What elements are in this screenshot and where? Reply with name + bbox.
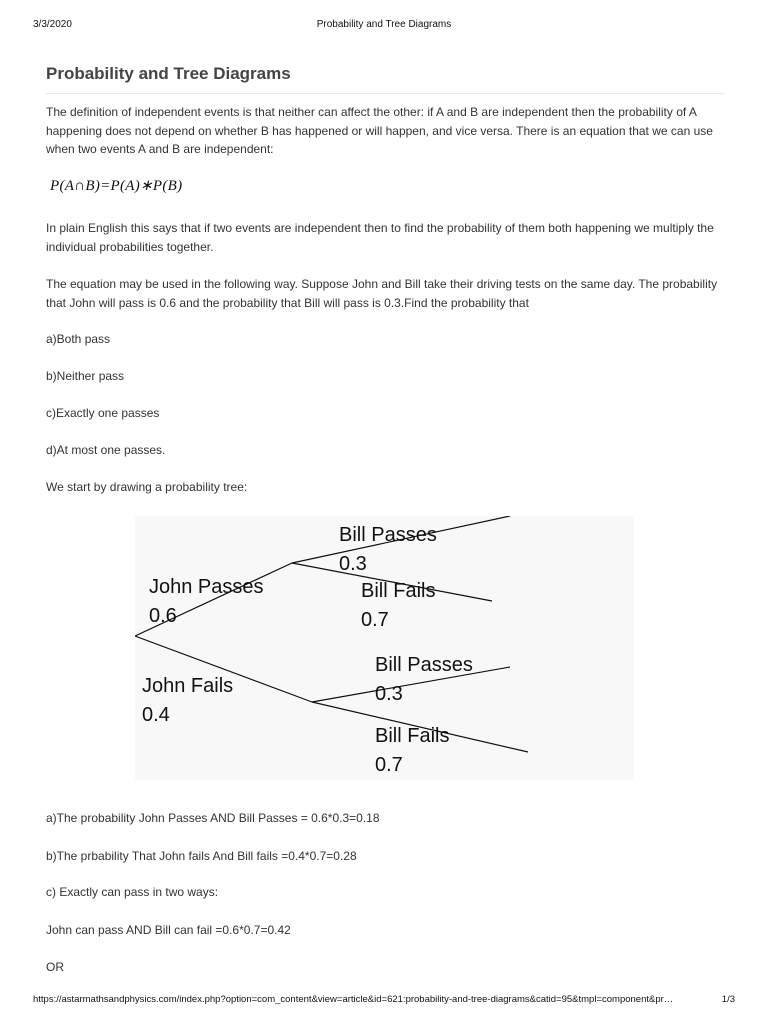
john-passes-label: John Passes <box>149 576 264 598</box>
intro-paragraph: The definition of independent events is … <box>46 105 713 156</box>
answer-c-way-1: John can pass AND Bill can fail =0.6*0.7… <box>46 923 291 937</box>
tree-branches <box>135 516 529 753</box>
print-title: Probability and Tree Diagrams <box>316 19 452 30</box>
answer-or: OR <box>46 960 64 974</box>
plain-english-paragraph: In plain English this says that if two e… <box>46 221 714 254</box>
upper-bill-passes-prob: 0.3 <box>339 553 367 575</box>
independence-equation: P(A∩B)=P(A)∗P(B) <box>50 178 183 194</box>
node-lower-bill-fails: Bill Fails 0.7 <box>375 722 449 780</box>
branch-lower-bill-passes <box>311 666 511 703</box>
upper-bill-passes-label: Bill Passes <box>339 524 437 546</box>
branch-upper-bill-fails <box>291 562 493 602</box>
upper-bill-fails-prob: 0.7 <box>361 609 389 631</box>
node-upper-bill-passes: Bill Passes 0.3 <box>339 521 437 579</box>
source-url: https://astarmathsandphysics.com/index.p… <box>33 994 674 1005</box>
john-passes-prob: 0.6 <box>149 605 177 627</box>
upper-bill-fails-label: Bill Fails <box>361 580 436 602</box>
node-lower-bill-passes: Bill Passes 0.3 <box>375 651 473 709</box>
answer-b: b)The prbability That John fails And Bil… <box>46 849 357 863</box>
probability-tree: John Passes 0.6 John Fails 0.4 Bill Pass… <box>135 516 634 780</box>
branch-lower-bill-fails <box>311 701 529 753</box>
node-upper-bill-fails: Bill Fails 0.7 <box>361 577 435 635</box>
node-john-fails: John Fails 0.4 <box>142 672 233 730</box>
lower-bill-fails-prob: 0.7 <box>375 754 403 776</box>
lower-bill-passes-label: Bill Passes <box>375 654 473 676</box>
article-title: Probability and Tree Diagrams <box>46 64 291 83</box>
lower-bill-passes-prob: 0.3 <box>375 683 403 705</box>
print-date: 3/3/2020 <box>33 19 72 30</box>
print-footer: https://astarmathsandphysics.com/index.p… <box>33 994 735 1008</box>
question-d: d)At most one passes. <box>46 443 166 457</box>
question-c: c)Exactly one passes <box>46 406 160 420</box>
john-fails-prob: 0.4 <box>142 704 170 726</box>
branch-john-fails <box>135 635 313 703</box>
page-number: 1/3 <box>721 994 735 1005</box>
answer-c-intro: c) Exactly can pass in two ways: <box>46 885 219 899</box>
answer-a: a)The probability John Passes AND Bill P… <box>46 811 380 825</box>
lower-bill-fails-label: Bill Fails <box>375 725 450 747</box>
title-divider <box>46 93 724 94</box>
question-b: b)Neither pass <box>46 369 125 383</box>
john-fails-label: John Fails <box>142 675 234 697</box>
example-paragraph: The equation may be used in the followin… <box>46 277 718 310</box>
branch-upper-bill-passes <box>291 516 511 564</box>
node-john-passes: John Passes 0.6 <box>149 573 264 631</box>
print-header: 3/3/2020 Probability and Tree Diagrams <box>33 19 735 33</box>
tree-intro: We start by drawing a probability tree: <box>46 480 248 494</box>
branch-john-passes <box>135 562 293 637</box>
question-a: a)Both pass <box>46 332 111 346</box>
